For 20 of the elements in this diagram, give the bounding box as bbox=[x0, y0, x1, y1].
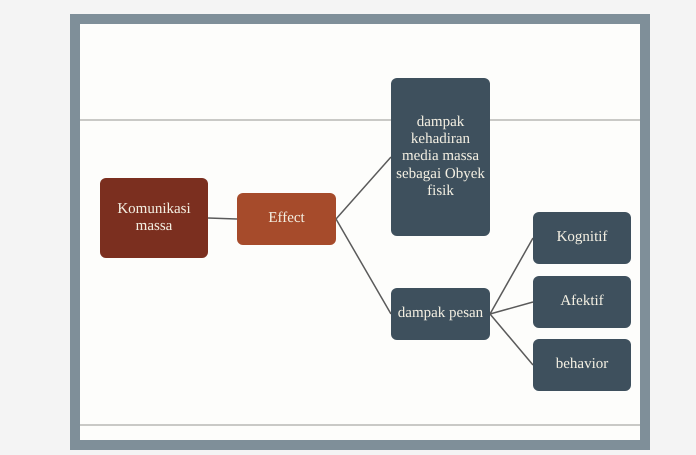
box-label: dampak kehadiran media massa sebagai Obyek fisik bbox=[395, 114, 486, 200]
connector-line bbox=[335, 218, 392, 314]
process-box bbox=[237, 193, 336, 245]
box-label: Afektif bbox=[560, 293, 604, 311]
box-label: behavior bbox=[556, 356, 608, 374]
connector-line bbox=[489, 314, 534, 366]
process-box bbox=[391, 78, 490, 236]
process-box bbox=[533, 212, 631, 264]
connector-line bbox=[490, 301, 534, 315]
connector-line bbox=[335, 156, 392, 220]
process-box bbox=[391, 288, 490, 340]
box-label: Kognitif bbox=[556, 229, 608, 247]
process-box bbox=[100, 178, 208, 258]
process-box bbox=[533, 339, 631, 391]
connector-line bbox=[489, 238, 534, 314]
box-label: Komunikasi massa bbox=[116, 200, 192, 236]
process-box bbox=[533, 276, 631, 328]
box-label: dampak pesan bbox=[398, 305, 484, 323]
connector-line bbox=[208, 217, 238, 220]
box-label: Effect bbox=[268, 210, 305, 228]
